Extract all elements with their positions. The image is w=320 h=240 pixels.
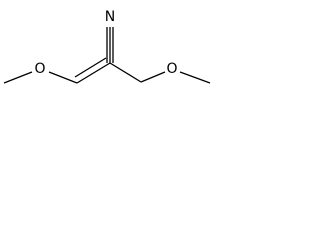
alkene-double-bond-line-1 [76, 62, 111, 84]
vinyl-to-oxygen-bond [48, 71, 78, 84]
oxygen-to-methyl-bond-left [3, 71, 33, 84]
oxygen-atom-label-left: O [34, 61, 45, 77]
atom-labels: N O O [34, 9, 177, 77]
carbon-to-methylene-bond [109, 62, 142, 83]
alkene-double-bond-line-2 [74, 57, 107, 78]
nitrogen-atom-label: N [105, 9, 115, 25]
methylene-to-oxygen-bond [140, 71, 166, 83]
bonds [3, 27, 211, 84]
structure-diagram: N O O [3, 9, 211, 84]
oxygen-to-methyl-bond-right [179, 71, 211, 84]
oxygen-atom-label-right: O [166, 61, 177, 77]
